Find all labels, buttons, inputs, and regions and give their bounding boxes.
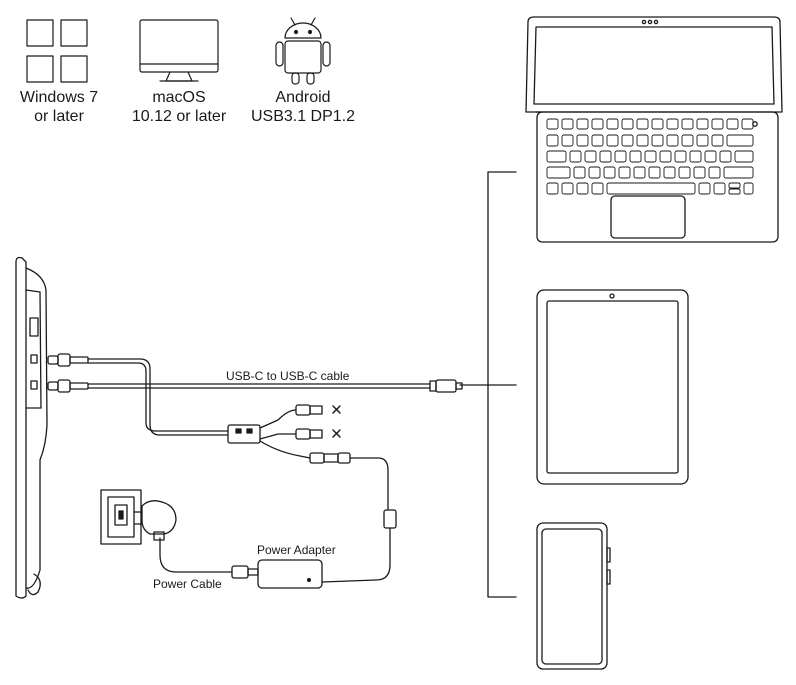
windows-logo-icon [26,19,88,83]
imac-icon [139,19,219,82]
android-label: Android USB3.1 DP1.2 [243,88,363,126]
windows-os-label: Windows 7 or later [4,88,114,126]
wall-socket-icon [100,489,142,545]
android-label-line2: USB3.1 DP1.2 [250,108,356,125]
power-adapter-label: Power Adapter [257,543,336,557]
power-cable [159,537,259,579]
smartphone-icon [536,522,611,670]
usb-c-plugs-at-display [47,353,89,393]
usb-c-to-usb-c-cable [87,379,463,393]
power-adapter-icon [257,559,323,589]
power-cable-label: Power Cable [153,577,222,591]
macos-label-line1: macOS [152,89,206,106]
android-robot-icon [275,17,331,85]
windows-os-label-line2: or later [34,108,84,125]
usb-c-cable-label: USB-C to USB-C cable [226,369,350,383]
laptop-icon [525,16,783,243]
power-y-cable [87,358,397,583]
pen-display-icon [15,256,48,599]
android-label-line1: Android [275,89,331,106]
not-connected-x-icon [332,405,341,438]
windows-os-label-line1: Windows 7 [19,89,99,106]
macos-label: macOS 10.12 or later [119,88,239,126]
tablet-icon [536,289,689,485]
keyboard [546,118,754,195]
macos-label-line2: 10.12 or later [131,108,227,125]
device-bracket [459,171,517,598]
power-plug-icon [133,500,177,541]
